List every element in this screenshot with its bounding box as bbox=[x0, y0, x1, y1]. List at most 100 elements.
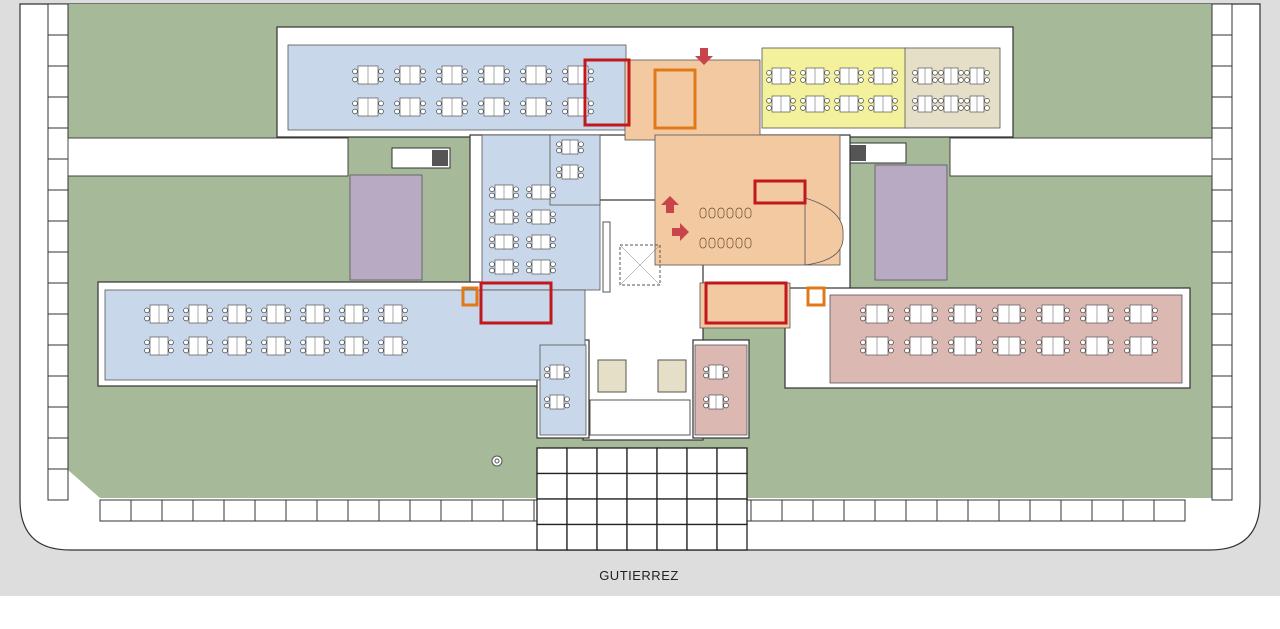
chair bbox=[550, 211, 556, 217]
chair bbox=[860, 315, 866, 322]
chair bbox=[520, 76, 526, 83]
chair bbox=[1152, 315, 1158, 322]
chair bbox=[544, 366, 550, 372]
chair bbox=[478, 100, 484, 107]
chair bbox=[562, 108, 568, 115]
walkway-tile bbox=[254, 499, 287, 522]
chair bbox=[703, 396, 709, 402]
walkway-tile bbox=[1211, 127, 1233, 160]
chair bbox=[420, 108, 426, 115]
chair bbox=[888, 347, 894, 354]
chair bbox=[300, 339, 306, 346]
chair bbox=[513, 236, 519, 242]
chair bbox=[513, 211, 519, 217]
walkway-tile bbox=[1122, 499, 1155, 522]
chair bbox=[1020, 339, 1026, 346]
chair bbox=[562, 68, 568, 75]
chair bbox=[858, 98, 864, 104]
chair bbox=[420, 100, 426, 107]
plaza-tile bbox=[536, 447, 568, 475]
chair bbox=[378, 76, 384, 83]
chair bbox=[1020, 347, 1026, 354]
chair bbox=[504, 68, 510, 75]
zone-blue-north bbox=[287, 44, 627, 131]
chair bbox=[285, 339, 291, 346]
chair bbox=[352, 76, 358, 83]
auditorium-seat bbox=[708, 237, 716, 249]
chair bbox=[183, 339, 189, 346]
chair bbox=[339, 307, 345, 314]
chair bbox=[992, 315, 998, 322]
chair bbox=[478, 108, 484, 115]
chair bbox=[578, 172, 584, 179]
chair bbox=[703, 402, 709, 409]
chair bbox=[183, 347, 189, 354]
chair bbox=[550, 186, 556, 192]
plaza-tile bbox=[626, 498, 658, 526]
chair bbox=[858, 77, 864, 83]
chair bbox=[834, 77, 840, 83]
chair bbox=[904, 339, 910, 346]
chair bbox=[207, 339, 213, 346]
chair bbox=[790, 98, 796, 104]
chair bbox=[578, 141, 584, 147]
chair bbox=[824, 77, 830, 83]
chair bbox=[1064, 315, 1070, 322]
auditorium-seat bbox=[699, 207, 707, 219]
highlight-meeting-room-north bbox=[583, 58, 631, 127]
chair bbox=[339, 339, 345, 346]
chair bbox=[546, 108, 552, 115]
chair bbox=[378, 100, 384, 107]
zone-orange-apse bbox=[804, 197, 844, 266]
chair bbox=[1064, 307, 1070, 314]
chair bbox=[544, 396, 550, 402]
left-driveway bbox=[67, 137, 349, 177]
walkway-tile bbox=[1211, 468, 1233, 501]
highlight-office-room bbox=[753, 179, 807, 205]
chair bbox=[504, 76, 510, 83]
chair bbox=[526, 217, 532, 224]
chair bbox=[958, 98, 964, 104]
chair bbox=[1124, 315, 1130, 322]
walkway-tile bbox=[1211, 406, 1233, 439]
walkway-tile bbox=[936, 499, 969, 522]
plaza-tile bbox=[656, 447, 688, 475]
highlight-shaft-west bbox=[461, 286, 479, 307]
zone-purple-left bbox=[349, 174, 423, 281]
chair bbox=[1036, 339, 1042, 346]
fountain-icon bbox=[491, 455, 503, 467]
plaza-tile bbox=[566, 472, 598, 500]
chair bbox=[261, 315, 267, 322]
chair bbox=[489, 186, 495, 192]
walkway-tiles bbox=[47, 3, 1233, 522]
chair bbox=[932, 347, 938, 354]
chair bbox=[984, 70, 990, 76]
chair bbox=[222, 347, 228, 354]
chair bbox=[544, 402, 550, 409]
chair bbox=[513, 186, 519, 192]
walkway-tile bbox=[47, 34, 69, 67]
chair bbox=[246, 347, 252, 354]
chair bbox=[564, 402, 570, 409]
chair bbox=[948, 315, 954, 322]
walkway-tile bbox=[1091, 499, 1124, 522]
chair bbox=[300, 347, 306, 354]
chair bbox=[958, 77, 964, 83]
chair bbox=[1036, 347, 1042, 354]
zone-purple-right bbox=[874, 164, 948, 281]
chair bbox=[144, 347, 150, 354]
walkway-tile bbox=[47, 3, 69, 36]
chair bbox=[394, 100, 400, 107]
chair bbox=[378, 108, 384, 115]
walkway-tile bbox=[223, 499, 256, 522]
highlight-shaft-east bbox=[806, 286, 826, 307]
chair bbox=[892, 98, 898, 104]
chair bbox=[858, 70, 864, 76]
chair bbox=[976, 339, 982, 346]
chair bbox=[932, 315, 938, 322]
reception-counter bbox=[602, 221, 611, 293]
chair bbox=[892, 77, 898, 83]
chair bbox=[1152, 307, 1158, 314]
chair bbox=[766, 98, 772, 104]
auditorium-seat bbox=[744, 207, 752, 219]
